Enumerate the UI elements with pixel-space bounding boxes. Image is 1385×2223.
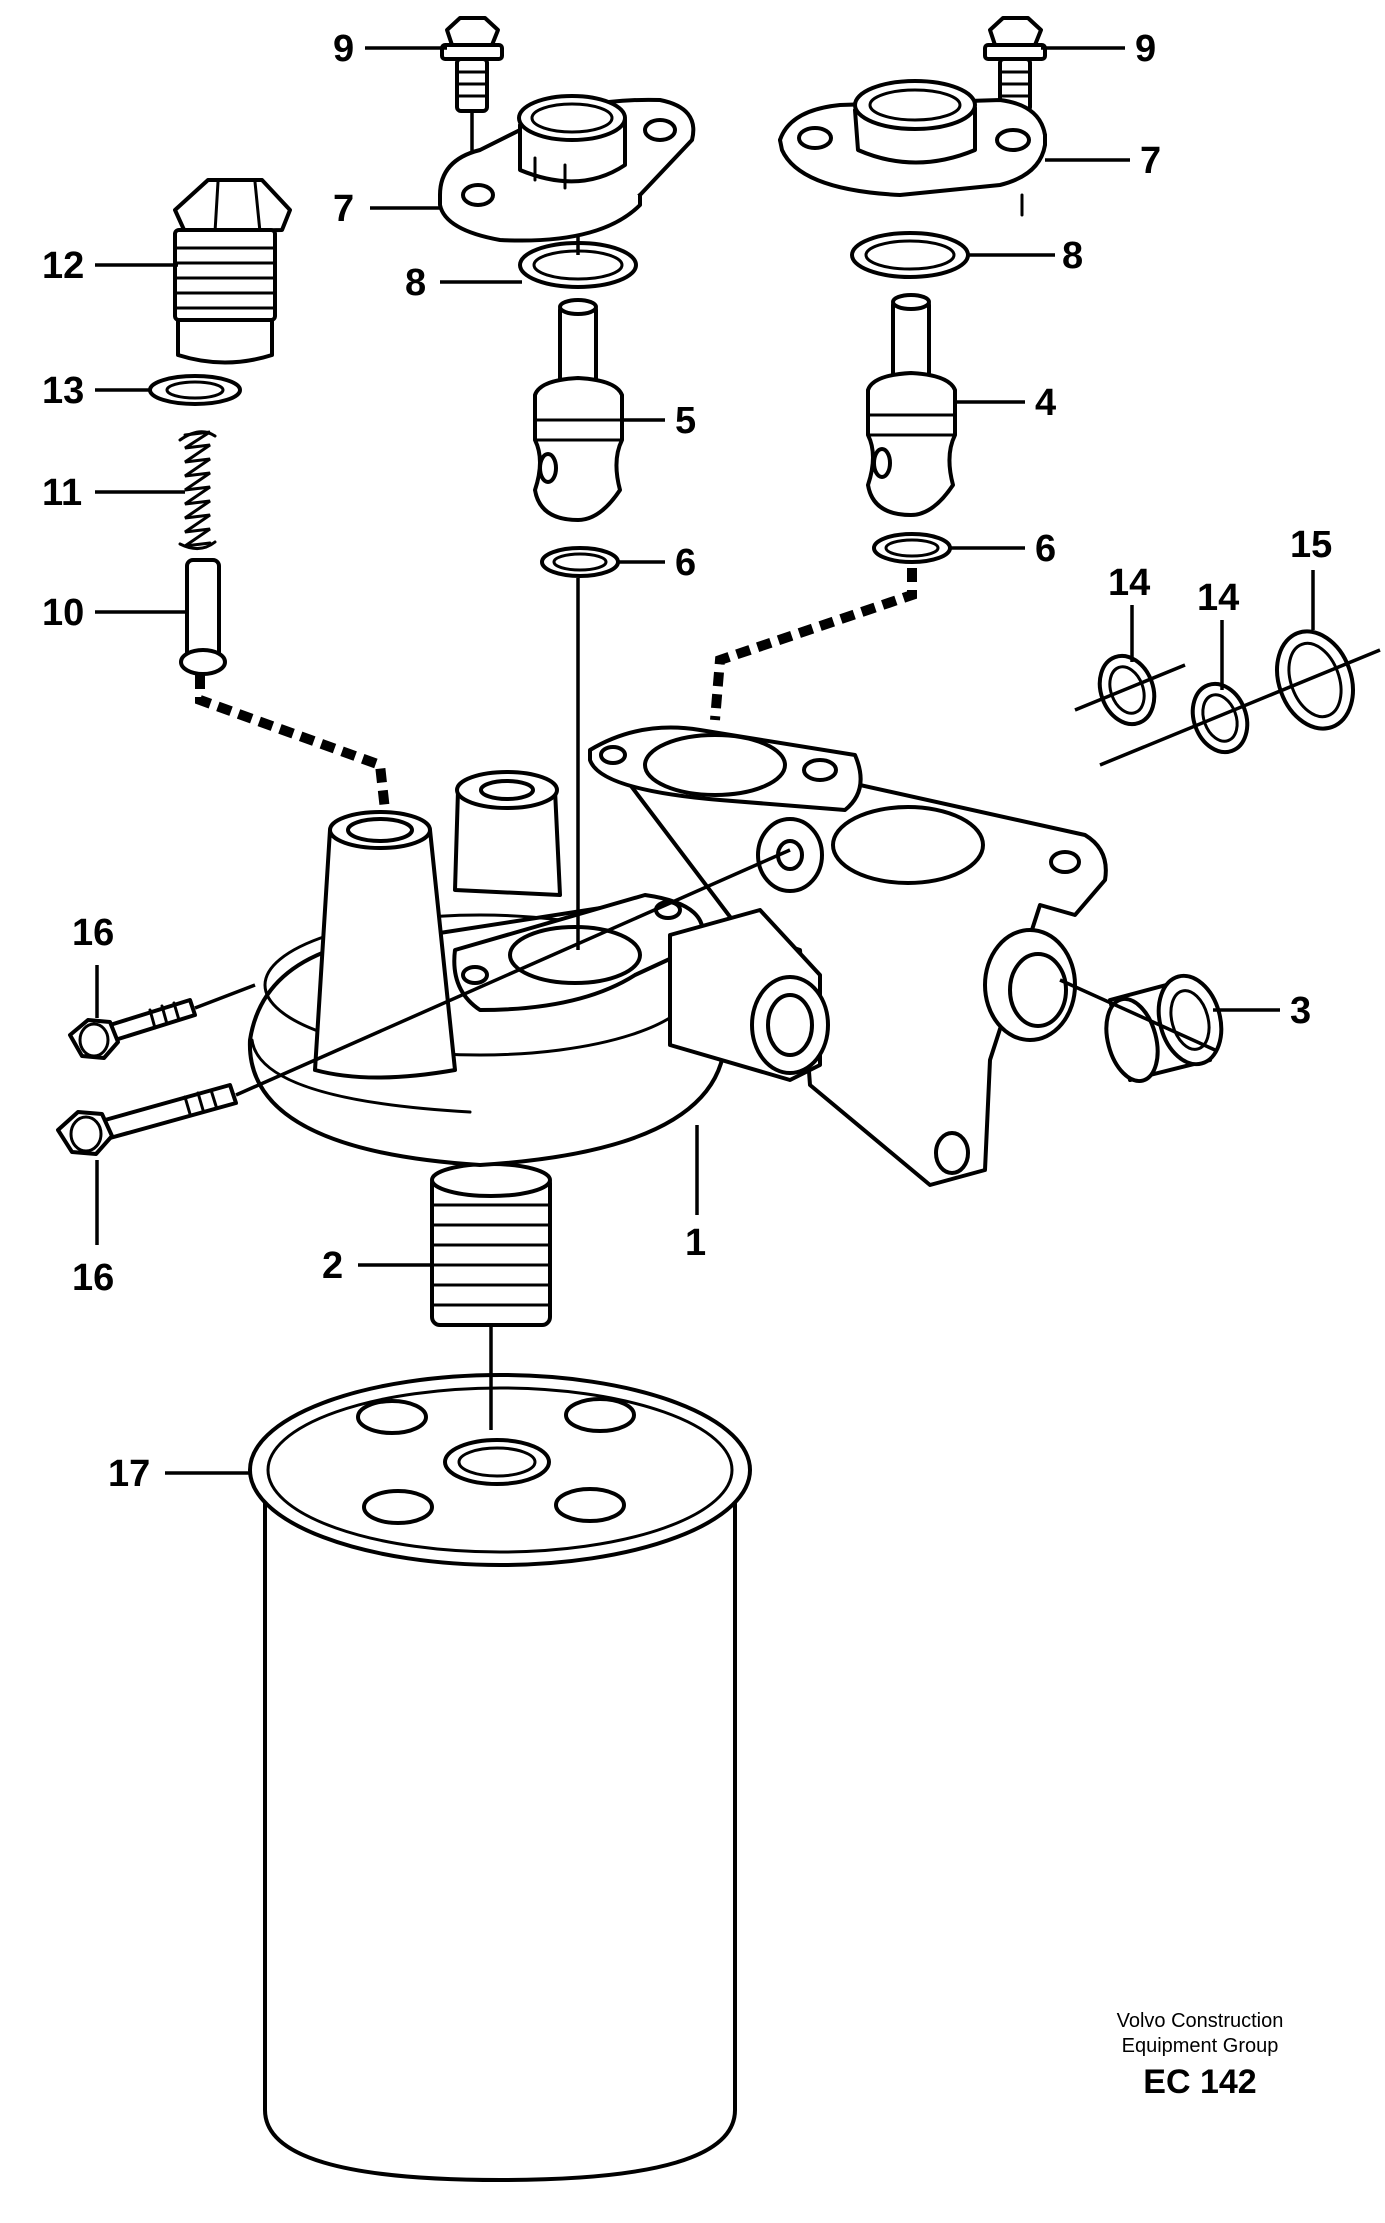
cover-right	[778, 79, 1047, 217]
callout-15: 15	[1290, 524, 1332, 566]
callout-8-center: 8	[405, 262, 426, 304]
callout-16-lower: 16	[72, 1257, 114, 1299]
callout-6-center: 6	[675, 542, 696, 584]
filter-cartridge	[248, 1373, 752, 2182]
valve-piston	[179, 558, 227, 676]
flange-bolt-upper	[68, 983, 256, 1060]
bolt-center	[440, 16, 504, 165]
oring-right-large	[850, 231, 970, 279]
callout-7-center: 7	[333, 188, 354, 230]
callout-11: 11	[42, 472, 82, 514]
sleeve	[1059, 973, 1224, 1084]
valve-element-center	[533, 298, 624, 522]
filter-head-housing	[247, 725, 1108, 1187]
callout-17: 17	[108, 1453, 150, 1495]
callout-12: 12	[42, 245, 84, 287]
callout-labels: 12 13 11 10 9 7 8 5 6 9 7 8 4 6 14 14 15…	[42, 28, 1332, 1495]
footer-line-2: Equipment Group	[1122, 2035, 1279, 2057]
cover-center	[438, 94, 696, 243]
callout-3: 3	[1290, 990, 1311, 1032]
footer-code: EC 142	[1143, 2063, 1256, 2101]
leader-lines	[95, 46, 1315, 1475]
valve-spring	[178, 430, 217, 550]
plug-screw	[173, 178, 292, 365]
assembly-path-left	[195, 675, 390, 811]
callout-13: 13	[42, 370, 84, 412]
callout-6-right: 6	[1035, 528, 1056, 570]
oring-center-large	[518, 235, 638, 289]
oring-14-right	[1190, 681, 1250, 755]
oring-right-small	[872, 532, 952, 564]
oring-center-small	[540, 546, 620, 578]
footer-credit: Volvo Construction Equipment Group EC 14…	[1117, 2010, 1284, 2101]
callout-7-right: 7	[1140, 140, 1161, 182]
footer-line-1: Volvo Construction	[1117, 2010, 1284, 2032]
callout-8-right: 8	[1062, 235, 1083, 277]
assembly-path-orings	[1099, 648, 1381, 767]
oring-15	[1275, 629, 1355, 731]
callout-10: 10	[42, 592, 84, 634]
callout-14-left: 14	[1108, 562, 1150, 604]
callout-1: 1	[685, 1222, 706, 1264]
callout-9-right: 9	[1135, 28, 1156, 70]
flange-bolt-lower	[56, 848, 791, 1156]
sealing-washer	[148, 374, 242, 406]
callout-16-upper: 16	[72, 912, 114, 954]
callout-9-center: 9	[333, 28, 354, 70]
callout-5: 5	[675, 400, 696, 442]
oring-14-left	[1074, 653, 1186, 727]
bolt-right	[983, 16, 1047, 113]
callout-2: 2	[322, 1245, 343, 1287]
assembly-path-right	[710, 568, 917, 721]
callout-14-right: 14	[1197, 577, 1239, 619]
threaded-nipple	[430, 1162, 552, 1430]
valve-element-right	[866, 293, 957, 517]
callout-4: 4	[1035, 382, 1056, 424]
